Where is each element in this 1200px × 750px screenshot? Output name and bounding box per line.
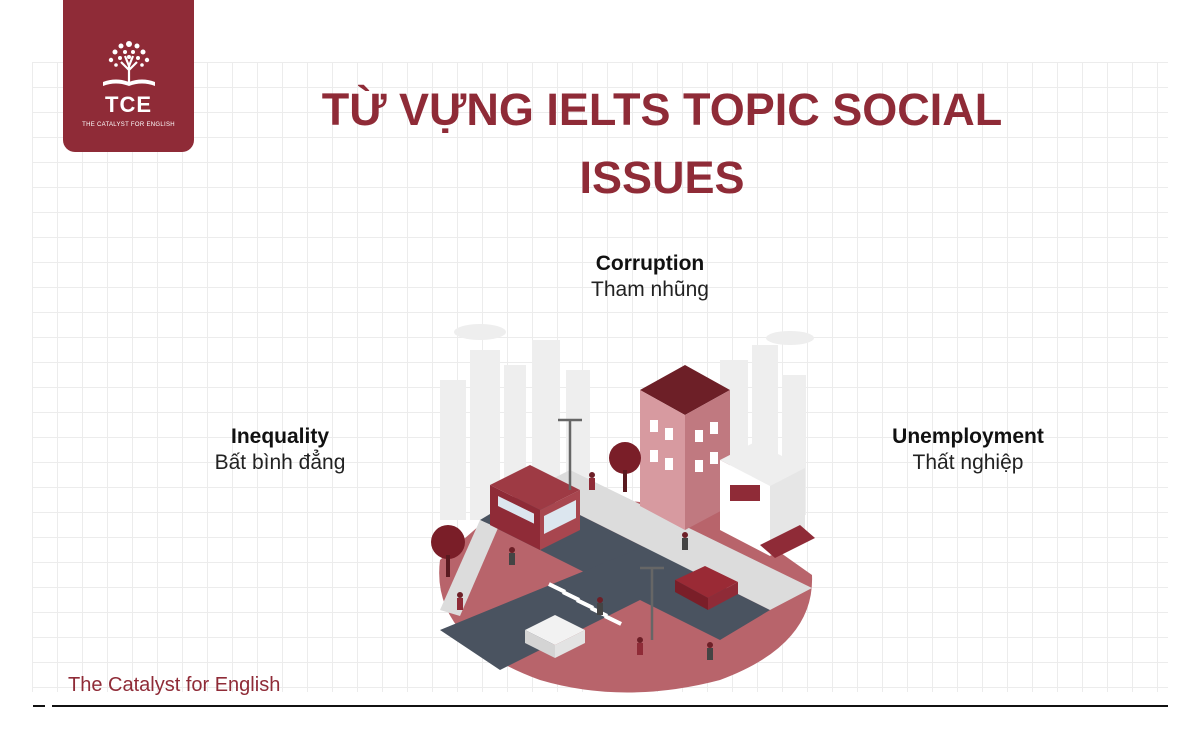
term-corruption-en: Corruption — [595, 252, 705, 275]
shop-building — [720, 442, 815, 558]
street-lamps — [558, 418, 664, 640]
term-inequality-vi: Bất bình đẳng — [214, 451, 346, 474]
grid-background — [32, 62, 1168, 692]
white-car — [525, 615, 585, 658]
footer-divider — [52, 705, 1168, 707]
title-line-1: TỪ VỰNG IELTS TOPIC SOCIAL — [321, 84, 1003, 135]
footer-brand: The Catalyst for English — [68, 674, 281, 696]
logo-tagline: THE CATALYST FOR ENGLISH — [82, 122, 175, 128]
page-title: TỪ VỰNG IELTS TOPIC SOCIAL ISSUES — [250, 76, 1074, 212]
tree-book-icon — [103, 41, 155, 86]
logo-name: TCE — [105, 92, 152, 117]
term-inequality: Inequality Bất bình đẳng — [180, 425, 380, 475]
term-unemployment-en: Unemployment — [892, 425, 1044, 448]
road-cross — [440, 540, 710, 670]
term-unemployment-vi: Thất nghiệp — [912, 451, 1024, 474]
pedestrians — [457, 472, 713, 660]
bus — [490, 465, 580, 550]
sidewalk-left — [440, 520, 498, 616]
red-car — [675, 566, 738, 610]
logo-badge: TCE THE CATALYST FOR ENGLISH — [63, 0, 194, 152]
tall-building — [640, 365, 730, 530]
footer-dash — [33, 705, 45, 707]
term-inequality-en: Inequality — [230, 425, 330, 448]
term-corruption: Corruption Tham nhũng — [550, 252, 750, 302]
city-street-illustration — [431, 324, 815, 693]
sidewalk — [530, 470, 812, 610]
title-line-2: ISSUES — [579, 152, 745, 203]
term-unemployment: Unemployment Thất nghiệp — [868, 425, 1068, 475]
term-corruption-vi: Tham nhũng — [591, 278, 709, 301]
trees — [431, 442, 641, 577]
